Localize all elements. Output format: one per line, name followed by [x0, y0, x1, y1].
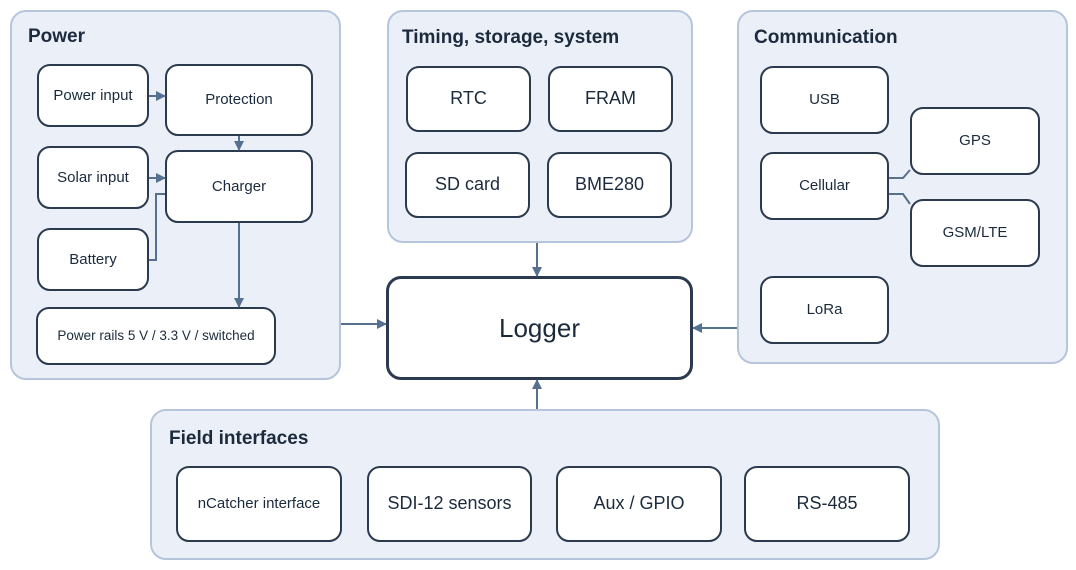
cellular-block: Cellular: [760, 152, 889, 220]
sd-card-block: SD card: [405, 152, 530, 218]
ncatcher-interface-block: nCatcher interface: [176, 466, 342, 542]
power-rails-block: Power rails 5 V / 3.3 V / switched: [36, 307, 276, 365]
power-input-block: Power input: [37, 64, 149, 127]
rs-485-block: RS-485: [744, 466, 910, 542]
sdi-12-sensors-block: SDI-12 sensors: [367, 466, 532, 542]
gps-block: GPS: [910, 107, 1040, 175]
aux-gpio-block: Aux / GPIO: [556, 466, 722, 542]
power-group-title: Power: [28, 26, 86, 47]
battery-block: Battery: [37, 228, 149, 291]
rtc-block: RTC: [406, 66, 531, 132]
bme280-block: BME280: [547, 152, 672, 218]
gsm-lte-block: GSM/LTE: [910, 199, 1040, 267]
communication-group-title: Communication: [754, 27, 898, 48]
solar-input-block: Solar input: [37, 146, 149, 209]
protection-block: Protection: [165, 64, 313, 136]
usb-block: USB: [760, 66, 889, 134]
field-interfaces-group-title: Field interfaces: [169, 428, 309, 449]
logger-block: Logger: [386, 276, 693, 380]
fram-block: FRAM: [548, 66, 673, 132]
charger-block: Charger: [165, 150, 313, 223]
timing-group-title: Timing, storage, system: [402, 27, 620, 48]
lora-block: LoRa: [760, 276, 889, 344]
